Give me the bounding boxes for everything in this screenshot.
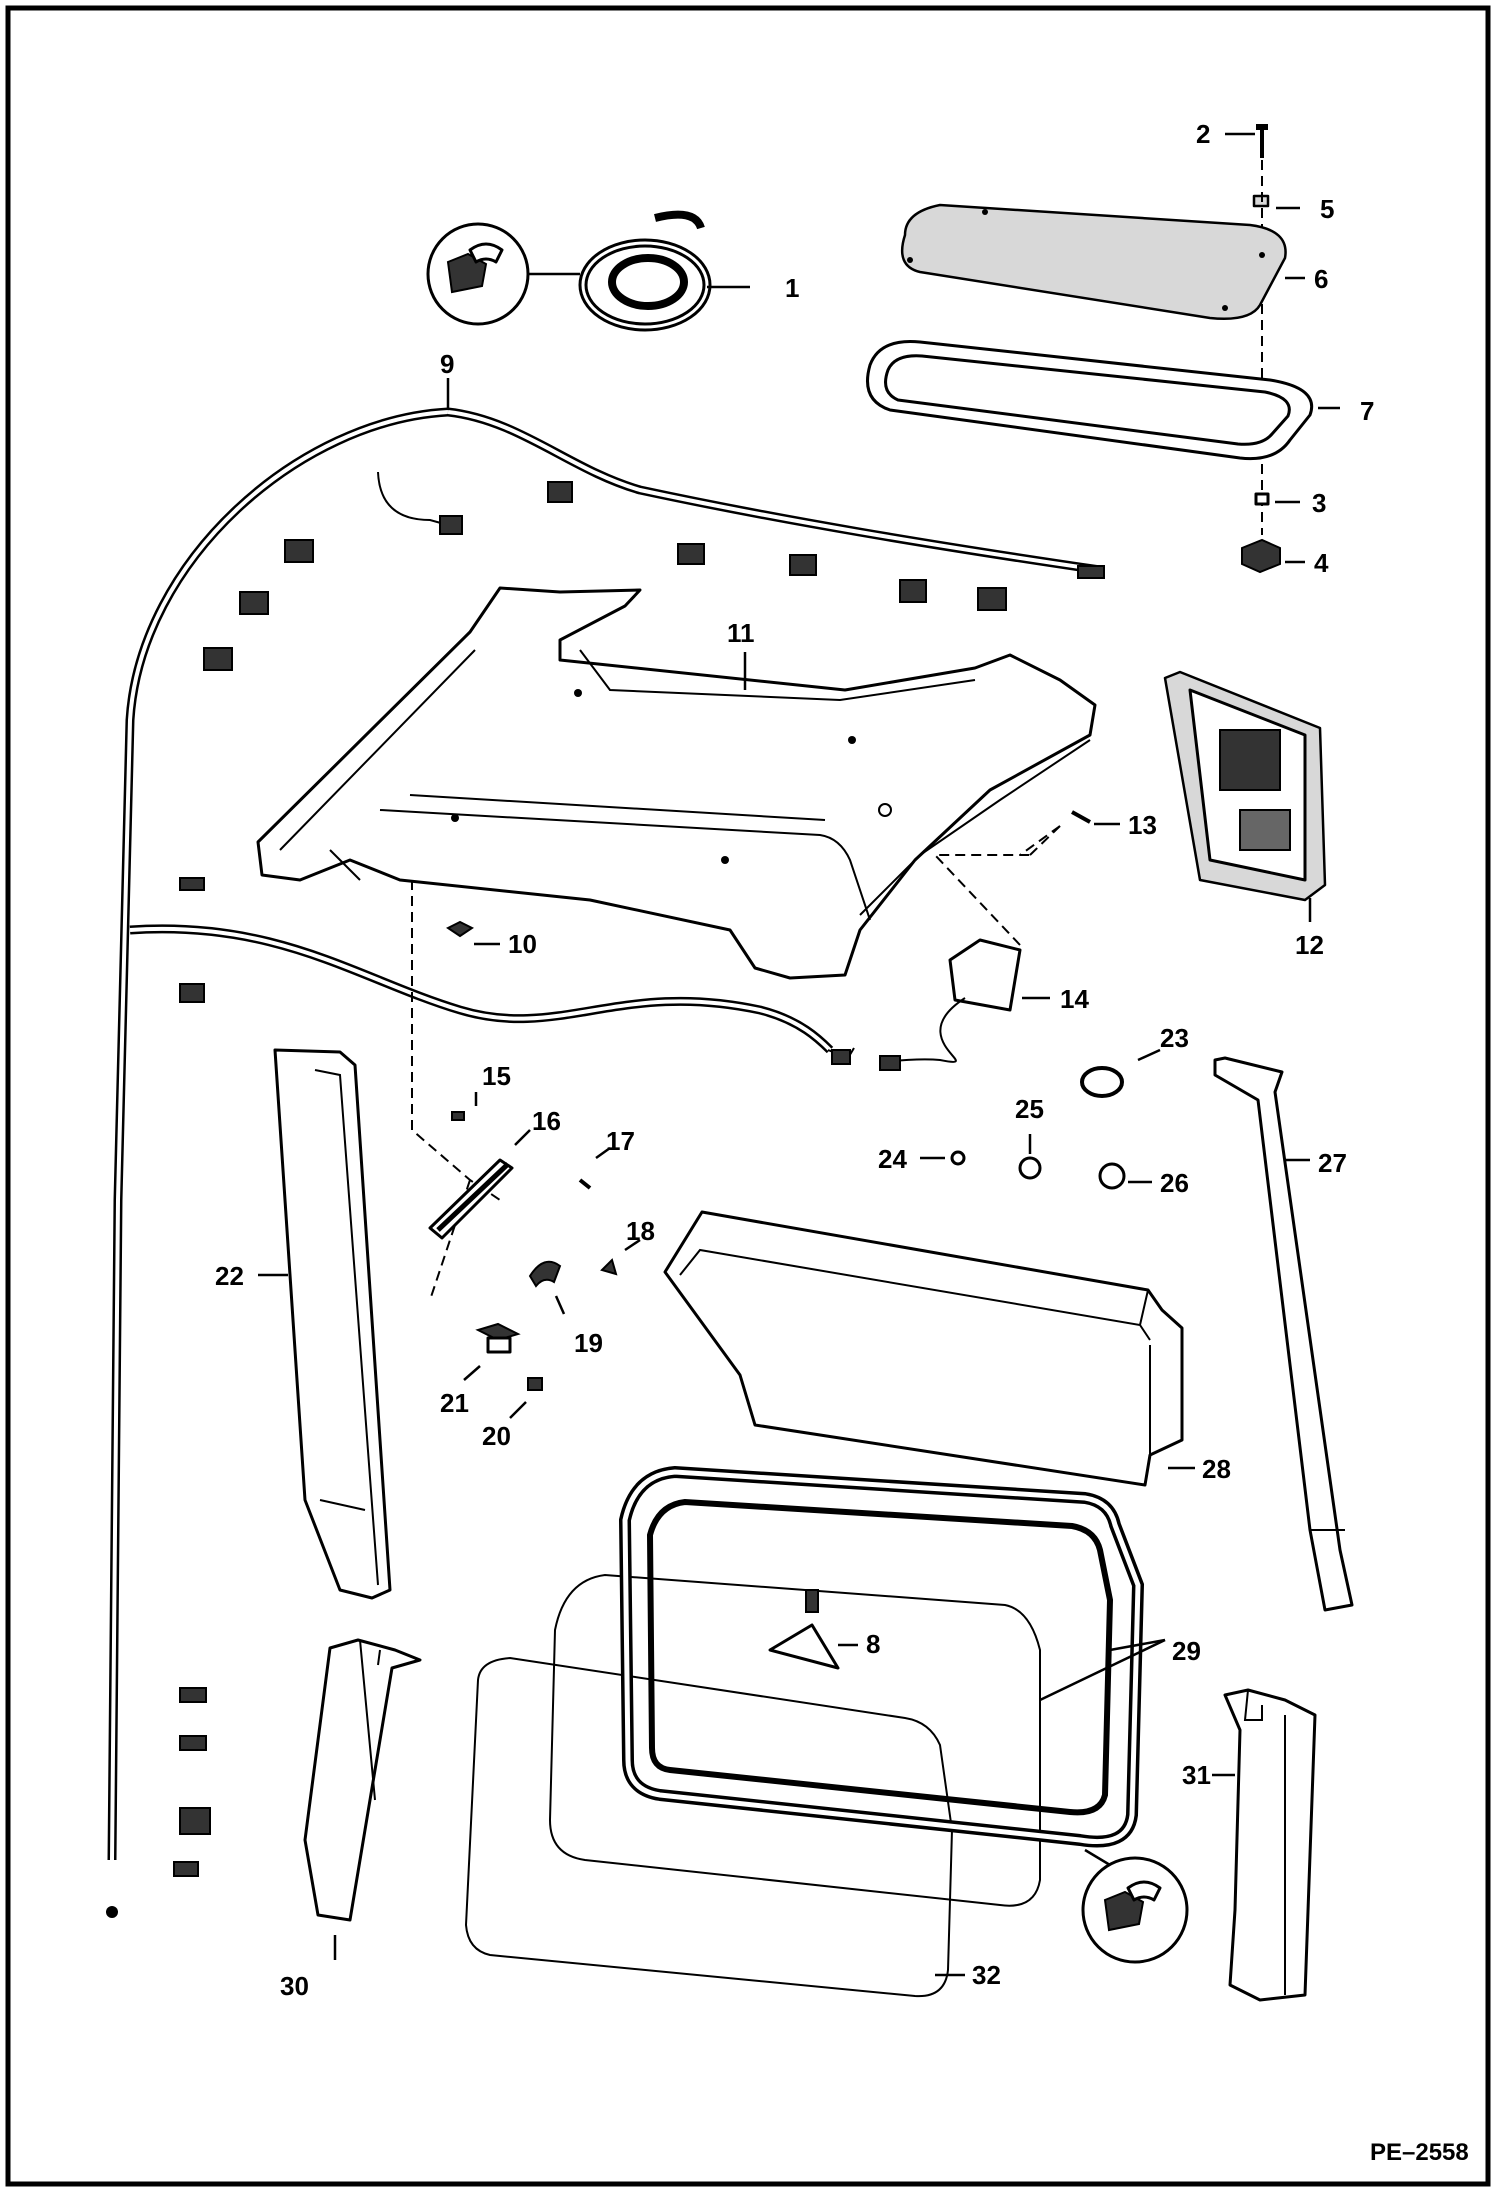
callout-31: 31 — [1182, 1760, 1211, 1790]
callout-4: 4 — [1314, 548, 1329, 578]
part-1-seal — [426, 210, 750, 332]
callout-30: 30 — [280, 1971, 309, 2001]
callout-11: 11 — [727, 618, 755, 648]
callout-24: 24 — [878, 1144, 907, 1174]
part-10-fastener — [446, 920, 500, 946]
callout-26: 26 — [1160, 1168, 1189, 1198]
callout-28: 28 — [1202, 1454, 1231, 1484]
part-24-grommet — [920, 1150, 966, 1166]
part-31-lower-right-trim — [1212, 1688, 1317, 2002]
part-8-latch-striker — [768, 1589, 858, 1670]
part-5-washer — [1252, 194, 1300, 210]
callout-3: 3 — [1312, 488, 1326, 518]
callout-6: 6 — [1314, 264, 1328, 294]
callout-9: 9 — [440, 349, 454, 379]
part-6-cover-panel — [900, 203, 1305, 320]
drawing-reference: PE–2558 — [1370, 2139, 1469, 2166]
callout-25: 25 — [1015, 1094, 1044, 1124]
callout-7: 7 — [1360, 396, 1374, 426]
callout-1: 1 — [785, 273, 799, 303]
part-16-latch-bar — [428, 1129, 531, 1240]
part-20-nut — [509, 1377, 543, 1419]
callout-2: 2 — [1196, 119, 1210, 149]
callout-23: 23 — [1160, 1023, 1189, 1053]
part-15-pin — [451, 1092, 478, 1121]
callout-16: 16 — [532, 1106, 561, 1136]
part-12-control-panel — [1163, 670, 1327, 922]
part-19-handle — [528, 1260, 566, 1315]
callout-32: 32 — [972, 1960, 1001, 1990]
callout-10: 10 — [508, 929, 537, 959]
part-7-window-frame — [866, 339, 1340, 461]
part-27-right-pillar — [1213, 1056, 1354, 1612]
callout-20: 20 — [482, 1421, 511, 1451]
callout-8: 8 — [866, 1629, 880, 1659]
part-9-wiring-harness — [106, 378, 1105, 1918]
part-3-washer — [1254, 492, 1300, 506]
callout-19: 19 — [574, 1328, 603, 1358]
part-32-glass — [464, 1656, 965, 1998]
part-22-left-pillar — [258, 1048, 392, 1600]
part-17-screw — [578, 1146, 611, 1190]
part-4-knob — [1241, 538, 1305, 574]
callout-14: 14 — [1060, 984, 1089, 1014]
part-23-loop — [1080, 1048, 1161, 1098]
callout-15: 15 — [482, 1061, 511, 1091]
part-14-light — [879, 938, 1050, 1071]
callout-18: 18 — [626, 1216, 655, 1246]
part-29-seal — [548, 1465, 1166, 1907]
callout-27: 27 — [1318, 1148, 1347, 1178]
sealant-tool-icon-2 — [1081, 1848, 1189, 1964]
part-11-headliner — [256, 586, 1097, 980]
callout-21: 21 — [440, 1388, 469, 1418]
part-26-plug — [1098, 1162, 1152, 1190]
callout-13: 13 — [1128, 810, 1157, 840]
callout-17: 17 — [606, 1126, 635, 1156]
page-border — [5, 5, 1491, 2187]
part-28-rear-panel — [663, 1210, 1195, 1487]
callout-5: 5 — [1320, 194, 1334, 224]
part-18-clip — [600, 1238, 641, 1276]
callout-29: 29 — [1172, 1636, 1201, 1666]
part-13-screw — [1019, 810, 1120, 856]
part-25-plug — [1018, 1134, 1042, 1180]
callout-12: 12 — [1295, 930, 1324, 960]
callout-22: 22 — [215, 1261, 244, 1291]
part-30-lower-left-trim — [303, 1638, 422, 1960]
part-2-screw — [1225, 124, 1268, 158]
part-21-cylinder — [463, 1322, 521, 1381]
